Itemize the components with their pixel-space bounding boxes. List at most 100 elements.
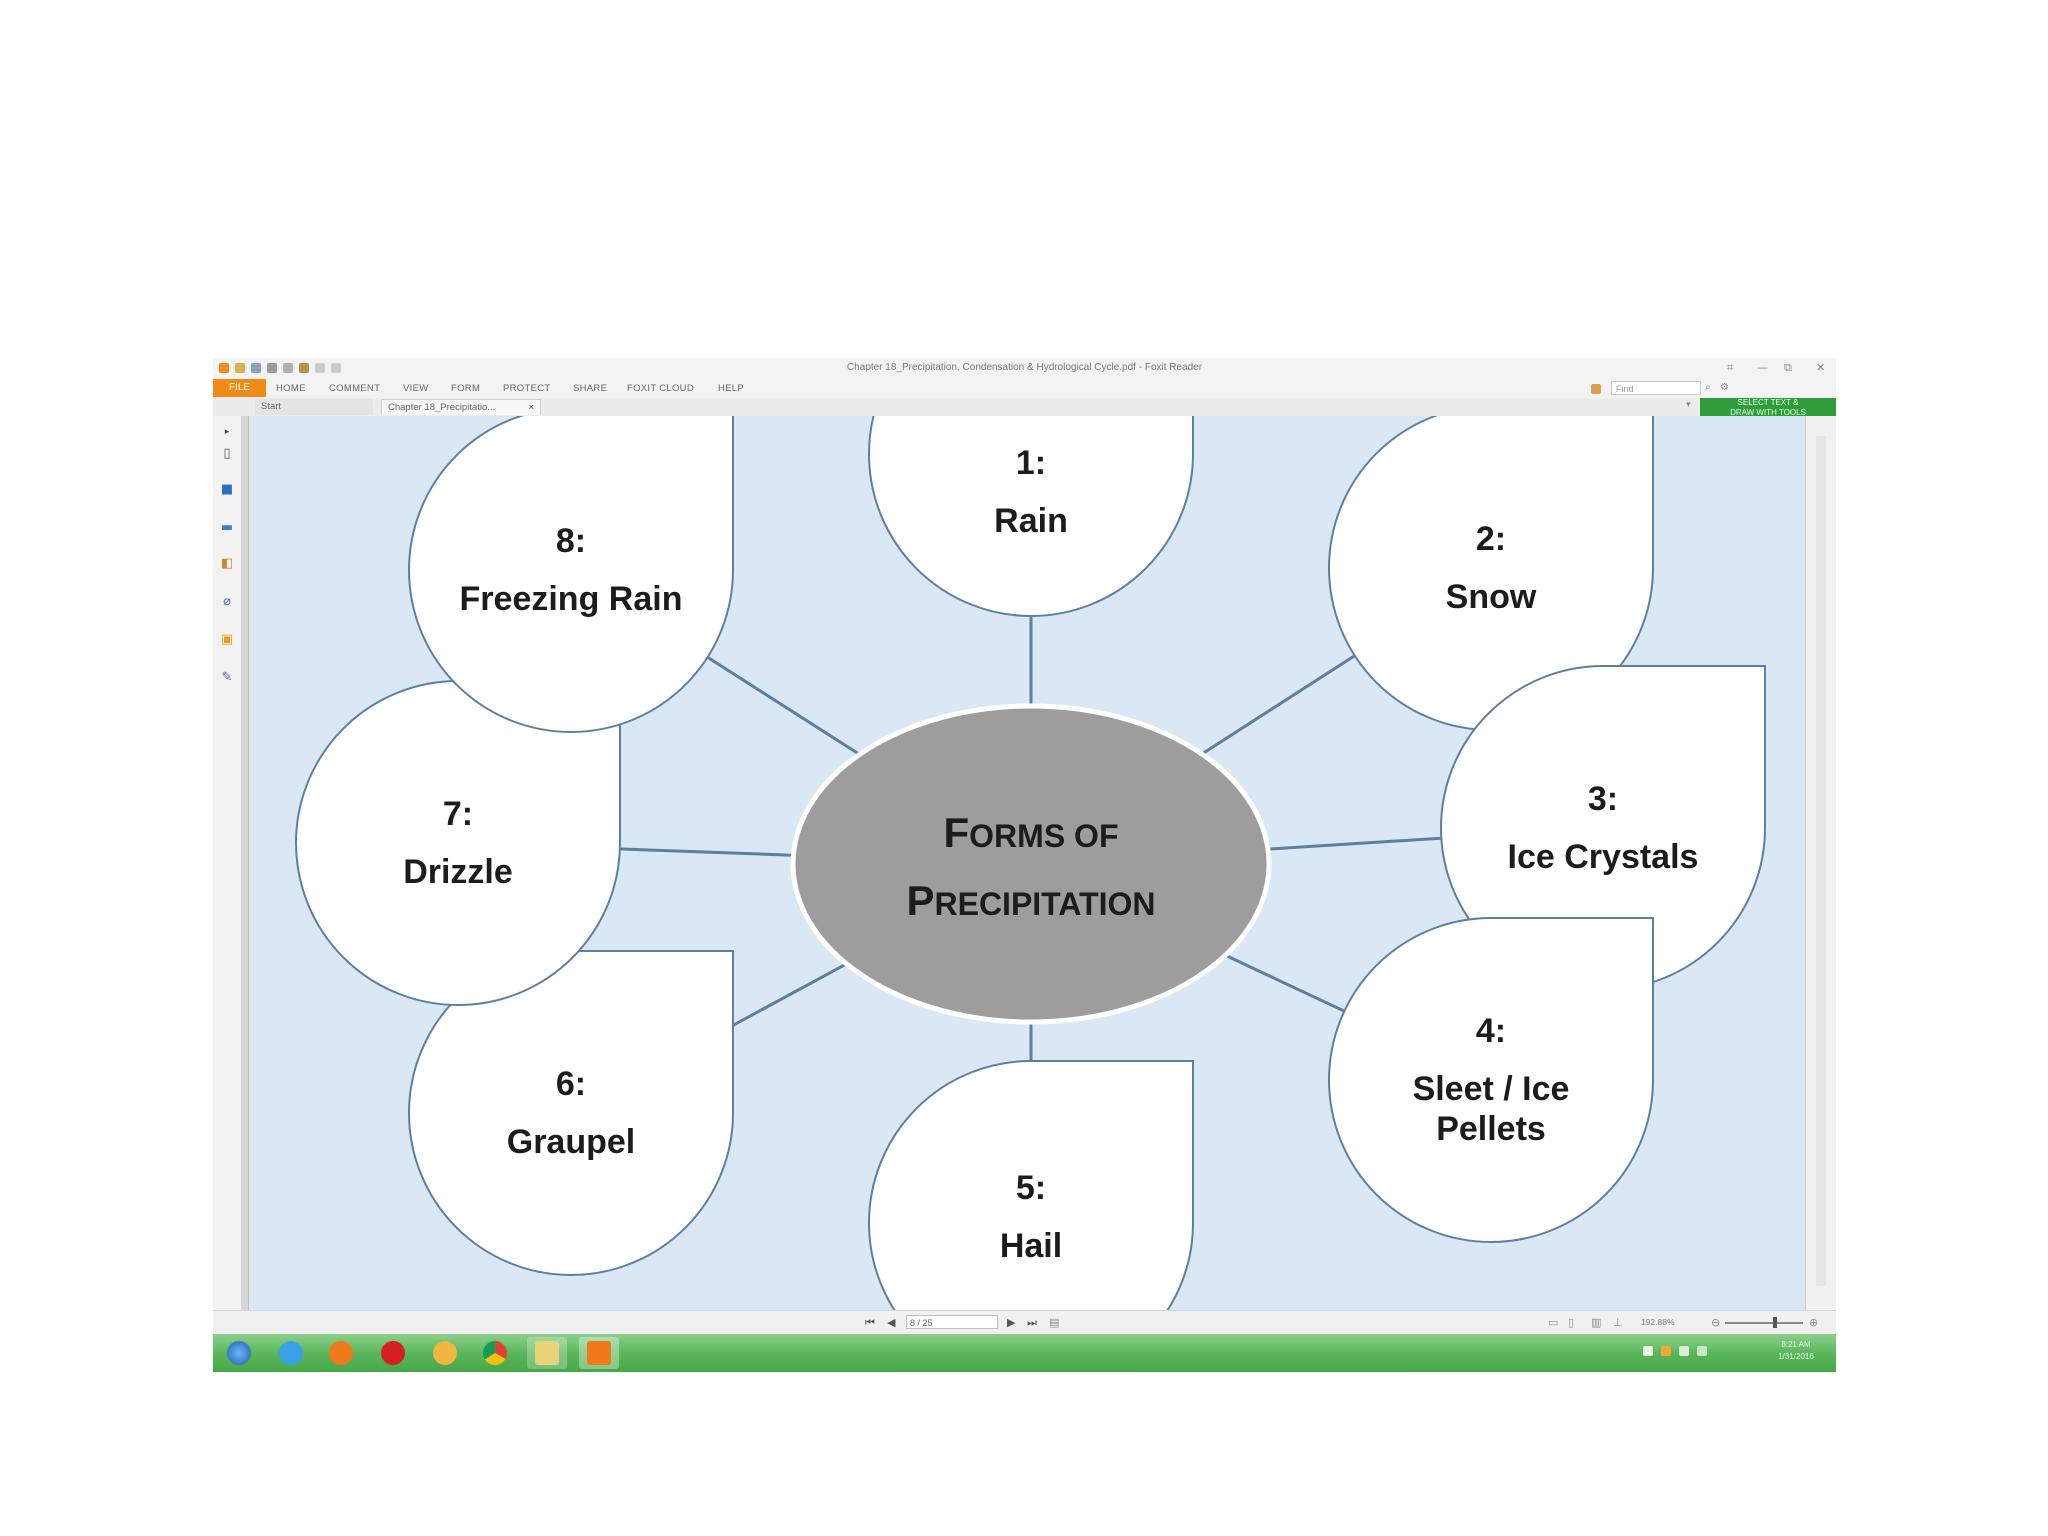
windows-taskbar: 8:21 AM 1/31/2016 xyxy=(213,1334,1836,1372)
bubble-name: Sleet / Ice xyxy=(1412,1070,1570,1108)
taskbar-media-player[interactable] xyxy=(321,1337,361,1369)
center-ellipse xyxy=(790,703,1272,1025)
next-page-icon[interactable]: ▶ xyxy=(1007,1316,1016,1329)
zoom-in-icon[interactable]: ⊕ xyxy=(1809,1316,1819,1329)
maximize-button[interactable]: ⧉ xyxy=(1784,361,1792,374)
bubble-number: 4: xyxy=(1475,1012,1507,1050)
tab-start[interactable]: Start xyxy=(255,399,373,415)
gear-icon[interactable]: ⚙ xyxy=(1720,382,1729,393)
tab-foxit-cloud[interactable]: FOXIT CLOUD xyxy=(627,383,694,394)
bubble-name: Ice Crystals xyxy=(1507,838,1699,876)
taskbar-paint[interactable] xyxy=(425,1337,465,1369)
ad-banner-line2: DRAW WITH TOOLS xyxy=(1730,408,1806,417)
tab-document[interactable]: Chapter 18_Precipitatio... × xyxy=(381,399,541,415)
search-icon[interactable]: ⌕ xyxy=(1705,382,1711,393)
close-button[interactable]: ✕ xyxy=(1816,361,1826,374)
properties-icon[interactable] xyxy=(283,363,293,373)
find-input[interactable]: Find xyxy=(1611,381,1701,395)
ribbon-toggle-icon[interactable]: ⌗ xyxy=(1727,361,1734,374)
bubble-number: 5: xyxy=(1015,1169,1047,1207)
bubble-name: Freezing Rain xyxy=(459,580,683,618)
bubble-number: 2: xyxy=(1475,520,1507,558)
undo-icon[interactable] xyxy=(315,363,325,373)
print-icon[interactable] xyxy=(267,363,277,373)
clock-date: 1/31/2016 xyxy=(1778,1352,1814,1361)
comments-icon[interactable]: ◧ xyxy=(220,556,234,571)
start-button[interactable] xyxy=(219,1337,259,1369)
ad-banner[interactable]: SELECT TEXT & DRAW WITH TOOLS xyxy=(1700,398,1836,418)
chevron-down-icon[interactable]: ▾ xyxy=(1686,400,1691,410)
tray-flag-icon[interactable] xyxy=(1643,1346,1653,1356)
open-icon[interactable] xyxy=(235,363,245,373)
zoom-slider[interactable] xyxy=(1725,1322,1803,1324)
minimize-button[interactable]: — xyxy=(1757,361,1768,374)
facing-icon[interactable]: ▥ xyxy=(1591,1316,1602,1329)
zoom-out-icon[interactable]: ⊖ xyxy=(1711,1316,1721,1329)
signature-icon[interactable]: ✎ xyxy=(221,670,233,685)
vertical-scrollbar[interactable] xyxy=(1805,416,1836,1310)
single-page-icon[interactable]: ▭ xyxy=(1548,1316,1559,1329)
bubble-name: Graupel xyxy=(506,1123,636,1161)
bubble-number: 7: xyxy=(442,795,474,833)
tab-comment[interactable]: COMMENT xyxy=(329,383,381,394)
bubble-label: 3:Ice Crystals xyxy=(1463,779,1743,877)
expand-panel-icon[interactable]: ▸ xyxy=(224,427,230,437)
tray-volume-icon[interactable] xyxy=(1697,1346,1707,1356)
bubble-label: 7: Drizzle xyxy=(318,794,598,892)
precipitation-bubble xyxy=(407,416,734,734)
foxit-reader-window: Chapter 18_Precipitation, Condensation &… xyxy=(213,358,1836,1372)
tab-file[interactable]: FILE xyxy=(213,379,266,397)
precipitation-diagram xyxy=(294,416,1766,1310)
taskbar-foxit-reader[interactable] xyxy=(579,1337,619,1369)
scrollbar-track[interactable] xyxy=(1816,436,1826,1286)
precipitation-bubble xyxy=(294,680,621,1007)
redo-icon[interactable] xyxy=(331,363,341,373)
status-bar: ⏮ ◀ 8 / 25 ▶ ⏭ ▤ ▭ ▯ ▥ ⊥ 192.88% ⊖ ⊕ xyxy=(213,1310,1836,1334)
bubble-name: Drizzle xyxy=(403,853,513,891)
bubble-number: 1: xyxy=(1015,444,1047,482)
continuous-icon[interactable]: ▯ xyxy=(1568,1316,1575,1329)
panel-splitter[interactable] xyxy=(241,416,249,1310)
zoom-level[interactable]: 192.88% xyxy=(1641,1317,1675,1327)
tray-update-icon[interactable] xyxy=(1661,1346,1671,1356)
taskbar-internet-explorer[interactable] xyxy=(271,1337,311,1369)
page-thumbnail-icon[interactable]: ▯ xyxy=(223,446,231,461)
title-bar: Chapter 18_Precipitation, Condensation &… xyxy=(213,358,1836,378)
prev-page-icon[interactable]: ◀ xyxy=(887,1316,896,1329)
tab-help[interactable]: HELP xyxy=(718,383,745,394)
save-icon[interactable] xyxy=(251,363,261,373)
taskbar-chrome[interactable] xyxy=(475,1337,515,1369)
document-tab-bar: Start Chapter 18_Precipitatio... × ▾ xyxy=(213,398,1836,417)
taskbar-opera[interactable] xyxy=(373,1337,413,1369)
zoom-slider-handle[interactable] xyxy=(1773,1317,1777,1328)
app-logo-icon xyxy=(219,363,229,373)
tab-share[interactable]: SHARE xyxy=(573,383,608,394)
first-page-icon[interactable]: ⏮ xyxy=(865,1316,875,1329)
page-number-input[interactable]: 8 / 25 xyxy=(906,1315,998,1329)
hand-tool-icon[interactable] xyxy=(299,363,309,373)
bubble-name: Hail xyxy=(999,1227,1063,1265)
precipitation-bubble xyxy=(867,1060,1194,1310)
tab-protect[interactable]: PROTECT xyxy=(503,383,551,394)
bookmarks-icon[interactable]: ▬ xyxy=(220,520,234,535)
find-options-icon[interactable] xyxy=(1591,384,1601,394)
lock-icon[interactable]: ▣ xyxy=(220,632,234,647)
bubble-label: 8: Freezing Rain xyxy=(431,521,711,619)
tab-view[interactable]: VIEW xyxy=(403,383,429,394)
tab-close-icon[interactable]: × xyxy=(528,402,534,413)
attachment-icon[interactable]: ⌀ xyxy=(223,594,231,609)
bubble-number: 8: xyxy=(555,522,587,560)
ad-banner-line1: SELECT TEXT & xyxy=(1737,398,1799,407)
last-page-icon[interactable]: ⏭ xyxy=(1027,1316,1037,1329)
page-layout-icon[interactable]: ▤ xyxy=(1049,1316,1060,1329)
layers-icon[interactable]: ■ xyxy=(220,482,234,497)
taskbar-clock[interactable]: 8:21 AM 1/31/2016 xyxy=(1766,1339,1826,1363)
fit-icon[interactable]: ⊥ xyxy=(1613,1316,1623,1329)
tab-form[interactable]: FORM xyxy=(451,383,481,394)
bubble-label: 6:Graupel xyxy=(431,1064,711,1162)
taskbar-file-explorer[interactable] xyxy=(527,1337,567,1369)
tray-network-icon[interactable] xyxy=(1679,1346,1689,1356)
tab-home[interactable]: HOME xyxy=(276,383,306,394)
